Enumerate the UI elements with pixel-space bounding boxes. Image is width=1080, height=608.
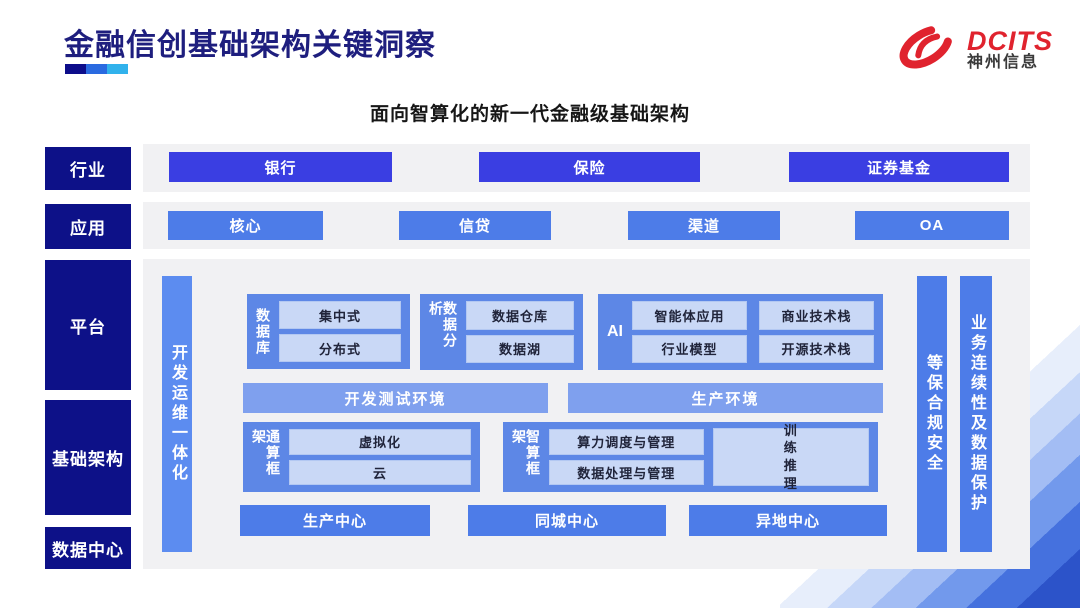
logo-brand: DCITS — [967, 25, 1053, 56]
application-item-core: 核心 — [168, 211, 323, 240]
intelligent-compute-label: 智算框架 — [511, 429, 541, 477]
general-compute-item-virtualization: 虚拟化 — [289, 429, 471, 455]
center-item-production: 生产中心 — [240, 505, 430, 536]
diagram-subtitle: 面向智算化的新一代金融级基础架构 — [369, 104, 690, 125]
row-label-platform: 平台 — [45, 260, 131, 390]
train-inference-box: 训练推理 — [712, 423, 869, 491]
database-item-centralized: 集中式 — [279, 301, 401, 329]
ai-block-label: AI — [607, 323, 623, 340]
ai-item-commercial-stack: 商业技术栈 — [759, 301, 874, 330]
database-item-distributed: 分布式 — [279, 334, 401, 362]
security-compliance-bar: 等保合规安全 — [917, 276, 947, 552]
row-label-infrastructure: 基础架构 — [45, 400, 131, 515]
general-compute-label: 通算框架 — [251, 429, 281, 477]
title-underline — [65, 64, 128, 74]
application-item-credit: 信贷 — [399, 211, 551, 240]
intelligent-compute-item-data-processing: 数据处理与管理 — [549, 459, 704, 485]
devops-bar-label: 开发运维一体化 — [169, 344, 186, 484]
database-block-label: 数据库 — [255, 307, 271, 356]
intelligent-compute-block: 智算框架 算力调度与管理 数据处理与管理 训练推理 — [503, 422, 878, 492]
devops-bar: 开发运维一体化 — [162, 276, 192, 552]
env-bar-devtest: 开发测试环境 — [243, 383, 548, 413]
business-continuity-label: 业务连续性及数据保护 — [968, 314, 985, 514]
center-item-remote: 异地中心 — [689, 505, 887, 536]
database-block: 数据库 集中式 分布式 — [247, 294, 410, 369]
business-continuity-bar: 业务连续性及数据保护 — [960, 276, 992, 552]
underline-segment-blue — [86, 64, 107, 74]
underline-segment-dark — [65, 64, 86, 74]
industry-item-securities: 证券基金 — [789, 152, 1009, 182]
page-title: 金融信创基础架构关键洞察 — [64, 29, 436, 62]
logo-company: 神州信息 — [967, 54, 1040, 72]
analytics-item-lake: 数据湖 — [466, 334, 574, 363]
row-label-industry: 行业 — [45, 147, 131, 190]
swirl-icon — [893, 20, 959, 79]
logo: DCITS 神州信息 — [893, 20, 1053, 79]
underline-segment-cyan — [107, 64, 128, 74]
row-label-application: 应用 — [45, 204, 131, 249]
row-label-datacenter: 数据中心 — [45, 527, 131, 569]
industry-item-insurance: 保险 — [479, 152, 700, 182]
intelligent-compute-item-scheduling: 算力调度与管理 — [549, 429, 704, 455]
ai-block: AI 智能体应用 商业技术栈 行业模型 开源技术栈 — [598, 294, 883, 370]
analytics-item-warehouse: 数据仓库 — [466, 301, 574, 330]
env-bar-production: 生产环境 — [568, 383, 883, 413]
analytics-block-label: 数据分析 — [428, 301, 458, 349]
ai-item-agent-app: 智能体应用 — [632, 301, 747, 330]
train-inference-label: 训练推理 — [783, 422, 798, 491]
ai-item-industry-model: 行业模型 — [632, 334, 747, 363]
security-compliance-label: 等保合规安全 — [924, 354, 941, 474]
application-item-channel: 渠道 — [628, 211, 780, 240]
general-compute-block: 通算框架 虚拟化 云 — [243, 422, 480, 492]
ai-item-open-source-stack: 开源技术栈 — [759, 334, 874, 363]
analytics-block: 数据分析 数据仓库 数据湖 — [420, 294, 583, 370]
industry-item-bank: 银行 — [169, 152, 392, 182]
application-item-oa: OA — [855, 211, 1009, 240]
general-compute-item-cloud: 云 — [289, 459, 471, 485]
center-item-same-city: 同城中心 — [468, 505, 666, 536]
